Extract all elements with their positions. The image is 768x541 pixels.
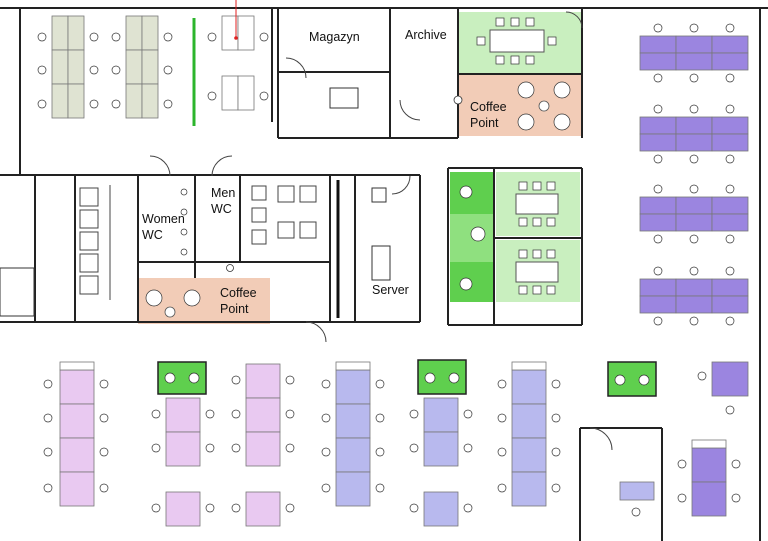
wc-stalls-left (79, 185, 111, 300)
chairs-right (653, 23, 735, 326)
label-men-wc-1: Men (211, 186, 235, 200)
stair-block (0, 267, 35, 317)
label-men-wc-2: WC (211, 202, 232, 216)
chairs-top-left (37, 32, 269, 109)
label-coffee-point-top-2: Point (470, 116, 499, 130)
desk-row-violet-4[interactable] (639, 278, 749, 314)
phone-booth-chairs (459, 185, 486, 291)
desk-cluster-violet-bottom[interactable] (691, 361, 749, 517)
desk-row-violet-3[interactable] (639, 196, 749, 232)
desk-cluster-white[interactable] (221, 15, 255, 111)
meeting-table-mid-upper[interactable] (515, 181, 559, 227)
coffee-fixture-marker (226, 264, 234, 272)
label-magazyn: Magazyn (309, 30, 360, 44)
wc-sinks-women (180, 188, 188, 256)
label-coffee-point-bottom-2: Point (220, 302, 249, 316)
walls (0, 7, 768, 541)
phone-pod-2[interactable] (417, 359, 467, 395)
chairs-bottom (43, 371, 741, 517)
phone-pod-3[interactable] (607, 361, 657, 397)
red-marker-dot (234, 36, 238, 40)
desk-row-violet-2[interactable] (639, 116, 749, 152)
desk-cluster-grey-2[interactable] (125, 15, 159, 119)
desk-cluster-blue-3[interactable] (511, 361, 547, 507)
server-racks (336, 180, 391, 318)
desk-cluster-pink-1[interactable] (59, 361, 95, 507)
desk-cluster-pink-3[interactable] (245, 363, 281, 527)
magazyn-pedestal (329, 87, 359, 109)
label-women-wc-2: WC (142, 228, 163, 242)
lounge-chairs-top (453, 81, 571, 131)
label-coffee-point-bottom-1: Coffee (220, 286, 257, 300)
desk-cluster-grey-1[interactable] (51, 15, 85, 119)
meeting-table-mid-lower[interactable] (515, 249, 559, 295)
desk-row-violet-1[interactable] (639, 35, 749, 71)
label-server: Server (372, 283, 409, 297)
desk-cluster-pink-2[interactable] (165, 397, 201, 527)
reception-desk[interactable] (619, 481, 655, 501)
lounge-chairs-bottom (145, 289, 201, 318)
phone-pod-1[interactable] (157, 361, 207, 395)
desk-cluster-blue-2[interactable] (423, 397, 459, 527)
door-swings (149, 11, 613, 451)
meeting-table-top[interactable] (476, 17, 557, 65)
label-women-wc-1: Women (142, 212, 185, 226)
label-coffee-point-top-1: Coffee (470, 100, 507, 114)
label-archive: Archive (405, 28, 447, 42)
desk-cluster-blue-1[interactable] (335, 361, 371, 507)
wc-stalls-men (251, 185, 317, 245)
